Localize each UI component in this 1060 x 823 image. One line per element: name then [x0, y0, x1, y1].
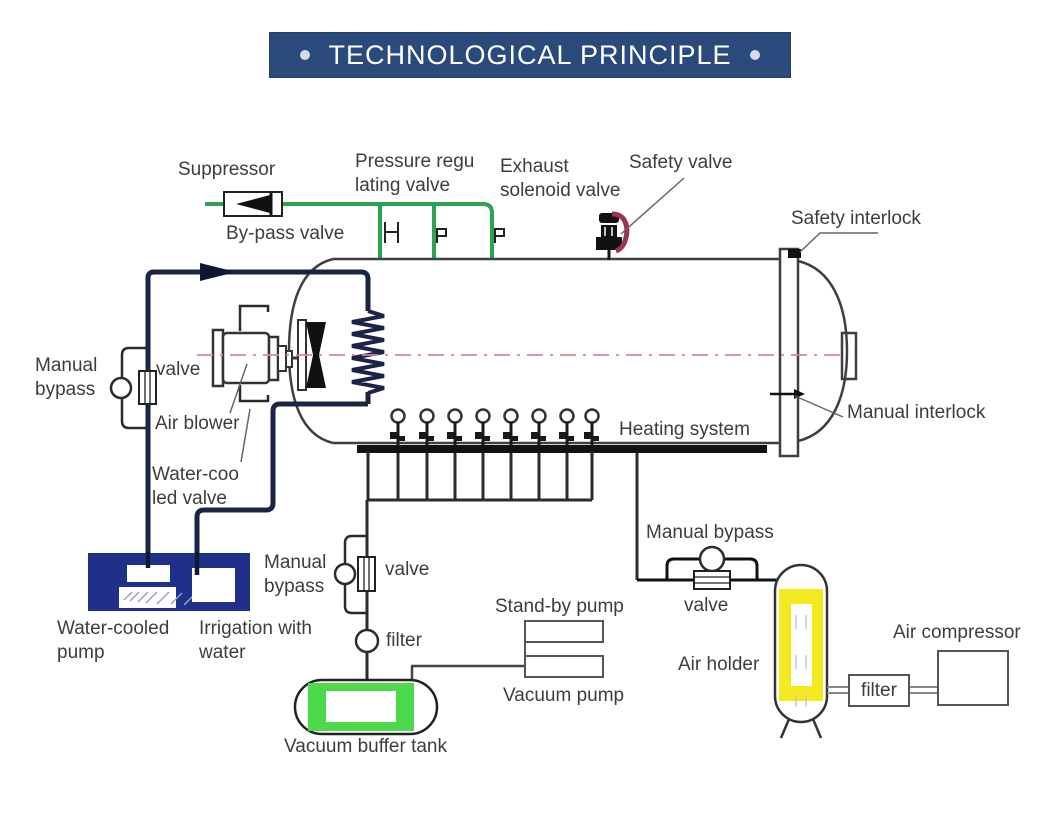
label-irrigation-with-water: Irrigation with water	[199, 618, 312, 663]
label-stand-by-pump: Stand-by pump	[495, 596, 624, 617]
valve-left-icon	[138, 370, 157, 405]
banner-dot-right	[749, 50, 760, 60]
label-vacuum-buffer-tank: Vacuum buffer tank	[284, 736, 448, 757]
tank-left-dome	[287, 257, 334, 445]
vacuum-buffer-tank	[293, 678, 439, 736]
door-flange	[778, 247, 800, 458]
label-air-compressor: Air compressor	[893, 622, 1021, 643]
filter-mid-icon	[354, 628, 380, 654]
heating-system-assembly	[357, 408, 767, 580]
bypass-gauge	[109, 376, 133, 400]
heating-bar	[357, 445, 767, 453]
stand-by-pump-box	[524, 620, 604, 643]
pressure-valve-symbols	[384, 222, 505, 243]
label-valve-right: valve	[684, 595, 729, 616]
valve-right-icon	[693, 570, 731, 590]
air-holder-tank	[773, 563, 829, 739]
heat-exchanger-coil	[351, 309, 385, 395]
steam-pipe-system	[205, 202, 494, 259]
label-manual-interlock: Manual interlock	[847, 402, 986, 423]
safety-valve-lever	[611, 211, 630, 254]
vacuum-line-assembly	[293, 500, 604, 736]
label-safety-valve: Safety valve	[629, 152, 733, 173]
water-tank	[88, 553, 250, 611]
label-heating-system: Heating system	[619, 419, 750, 440]
label-valve-mid: valve	[385, 559, 430, 580]
fan-blades	[306, 322, 326, 388]
solenoid-valve-icon	[436, 228, 447, 243]
solenoid-valve-icon	[494, 228, 505, 243]
filter-box	[848, 674, 910, 707]
tank-right-dome	[797, 259, 849, 443]
pointer-lines	[229, 177, 878, 463]
door-handle	[840, 331, 858, 381]
bypass-gauge	[698, 545, 726, 573]
motor-body	[221, 331, 271, 385]
label-vacuum-pump: Vacuum pump	[503, 685, 625, 706]
safety-valve-device	[596, 211, 630, 260]
banner-dot-left	[300, 50, 311, 60]
vacuum-pump-box	[524, 655, 604, 678]
label-manual-bypass-right: Manual bypass	[646, 522, 774, 543]
regulating-valve-icon	[384, 222, 399, 243]
label-bypass-valve: By-pass valve	[226, 223, 345, 244]
watermark-squiggle	[123, 591, 195, 606]
suppressor-symbol	[223, 191, 283, 217]
title-banner: TECHNOLOGICAL PRINCIPLE	[270, 33, 790, 77]
label-suppressor: Suppressor	[178, 159, 276, 180]
label-air-blower: Air blower	[155, 413, 240, 434]
label-water-cooled-pump: Water-cooled pump	[57, 618, 170, 663]
air-compressor-box	[937, 650, 1009, 706]
flow-arrow	[200, 263, 236, 281]
valve-mid-icon	[357, 556, 376, 592]
compressed-air-assembly	[637, 545, 1009, 739]
label-manual-bypass-left: Manual bypass	[35, 355, 98, 400]
air-pipe-double-line	[827, 686, 938, 694]
label-filter-mid: filter	[386, 630, 422, 651]
label-air-holder: Air holder	[678, 654, 760, 675]
label-valve-left: valve	[156, 359, 201, 380]
water-pipe-system	[145, 269, 385, 575]
manual-bypass-left-assembly	[109, 346, 157, 430]
vacuum-pumps	[524, 620, 604, 678]
label-water-cooled-valve: Water-coo led valve	[152, 464, 239, 509]
label-exhaust-solenoid-valve: Exhaust solenoid valve	[500, 156, 621, 201]
page-title: TECHNOLOGICAL PRINCIPLE	[328, 39, 732, 70]
label-pressure-regulating-valve: Pressure regu lating valve	[355, 151, 475, 196]
heater-pins	[390, 408, 600, 446]
bypass-gauge	[333, 562, 357, 586]
label-filter-right: filter	[861, 680, 897, 701]
label-manual-bypass-mid: Manual bypass	[264, 552, 327, 597]
heater-manifold	[366, 453, 594, 502]
air-blower-assembly	[211, 304, 326, 403]
safety-interlock-latch	[788, 249, 801, 258]
label-safety-interlock: Safety interlock	[791, 208, 921, 229]
